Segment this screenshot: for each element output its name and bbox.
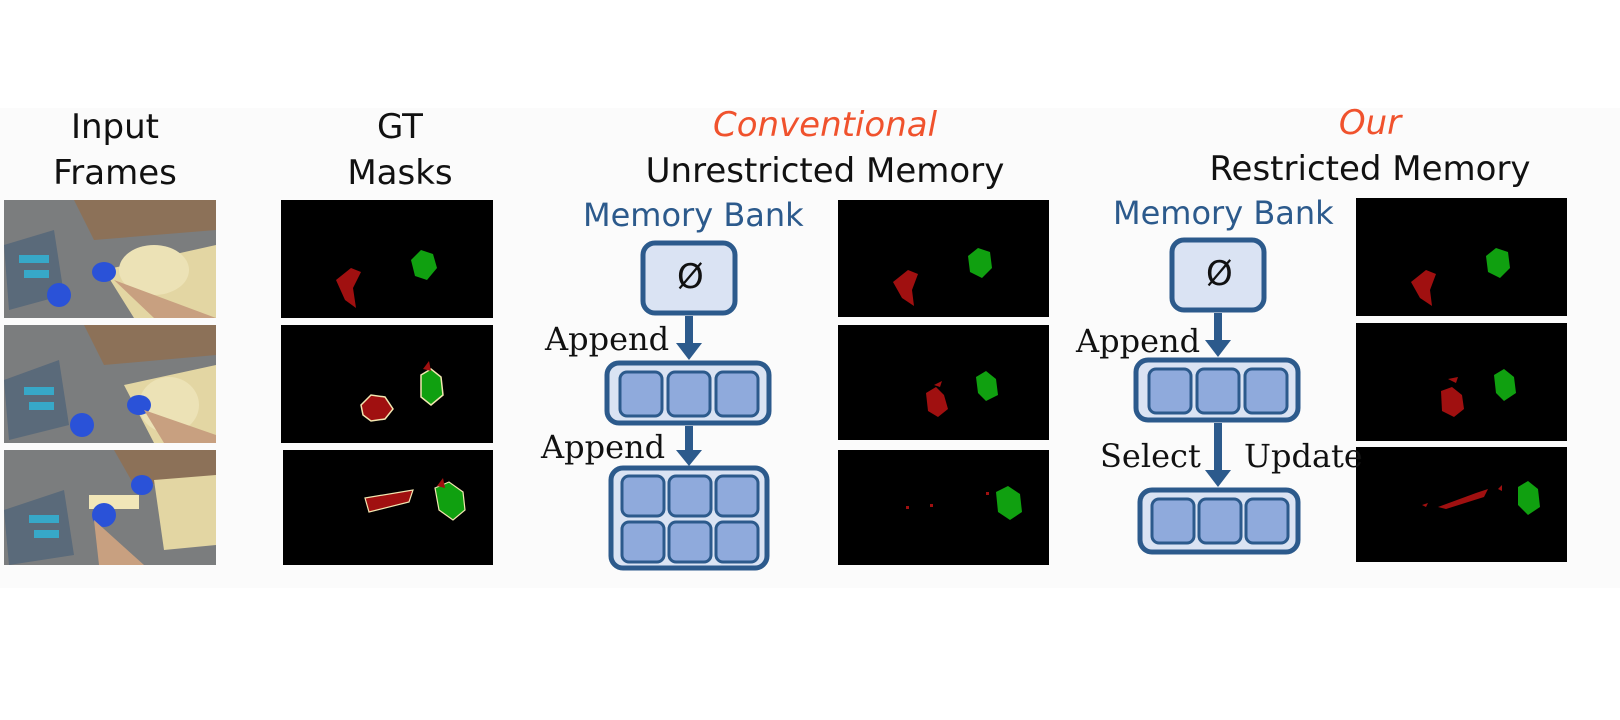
input-frames-header: Input Frames bbox=[30, 104, 200, 196]
ours-arrow-1-head bbox=[1205, 340, 1231, 357]
ours-title: Restricted Memory bbox=[1209, 149, 1531, 189]
ours-tag: Our bbox=[1338, 103, 1402, 143]
ours-select-label: Select bbox=[1100, 437, 1201, 475]
ours-arrow-2-head bbox=[1205, 470, 1231, 487]
ours-output-1 bbox=[1356, 198, 1567, 316]
conventional-output-2 bbox=[838, 325, 1049, 440]
gt-mask-1 bbox=[281, 200, 493, 318]
conventional-slot bbox=[618, 370, 664, 418]
conventional-tag: Conventional bbox=[712, 105, 938, 145]
input-frame-3-scene bbox=[4, 450, 216, 565]
input-header-line2: Frames bbox=[53, 153, 177, 193]
conventional-arrow-2-head bbox=[676, 450, 702, 466]
ours-slot bbox=[1150, 497, 1196, 545]
ours-slot bbox=[1147, 367, 1193, 415]
conventional-empty-symbol: Ø bbox=[677, 257, 704, 297]
conventional-append-label-1: Append bbox=[545, 320, 670, 358]
input-header-line1: Input bbox=[70, 107, 160, 147]
gt-header-line2: Masks bbox=[347, 153, 453, 193]
ours-slot bbox=[1197, 497, 1243, 545]
conventional-append-label-2: Append bbox=[541, 428, 666, 466]
ours-header: Our Restricted Memory bbox=[1160, 100, 1580, 192]
conventional-slot bbox=[667, 474, 713, 518]
figure-background bbox=[0, 108, 1620, 588]
conventional-slot bbox=[714, 474, 760, 518]
input-frame-2-scene bbox=[4, 325, 216, 443]
input-frame-3 bbox=[4, 450, 216, 565]
ours-memory-bank-label: Memory Bank bbox=[1113, 194, 1334, 232]
ours-empty-memory-box bbox=[1169, 237, 1267, 313]
conventional-arrow-1-head bbox=[676, 343, 702, 360]
conventional-header: Conventional Unrestricted Memory bbox=[590, 102, 1060, 194]
input-frame-1 bbox=[4, 200, 216, 318]
conventional-slot bbox=[620, 520, 666, 564]
conventional-output-3 bbox=[838, 450, 1049, 565]
ours-output-2 bbox=[1356, 323, 1567, 441]
ours-slot bbox=[1244, 497, 1290, 545]
ours-output-3 bbox=[1356, 447, 1567, 562]
conventional-slot bbox=[714, 370, 760, 418]
gt-mask-3 bbox=[283, 450, 493, 565]
conventional-slot bbox=[620, 474, 666, 518]
conventional-slot bbox=[714, 520, 760, 564]
gt-mask-2 bbox=[281, 325, 493, 443]
conventional-title: Unrestricted Memory bbox=[645, 151, 1005, 191]
conventional-empty-memory-box bbox=[640, 240, 738, 316]
input-frame-1-scene bbox=[4, 200, 216, 318]
input-frame-2 bbox=[4, 325, 216, 443]
gt-masks-header: GT Masks bbox=[315, 104, 485, 196]
ours-slot bbox=[1195, 367, 1241, 415]
ours-empty-symbol: Ø bbox=[1206, 254, 1233, 294]
gt-header-line1: GT bbox=[377, 107, 423, 147]
ours-slot bbox=[1243, 367, 1289, 415]
conventional-slot bbox=[667, 520, 713, 564]
ours-append-label: Append bbox=[1076, 322, 1201, 360]
conventional-slot bbox=[666, 370, 712, 418]
ours-update-label: Update bbox=[1244, 437, 1363, 475]
conventional-output-1 bbox=[838, 200, 1049, 317]
conventional-memory-bank-label: Memory Bank bbox=[583, 196, 804, 234]
